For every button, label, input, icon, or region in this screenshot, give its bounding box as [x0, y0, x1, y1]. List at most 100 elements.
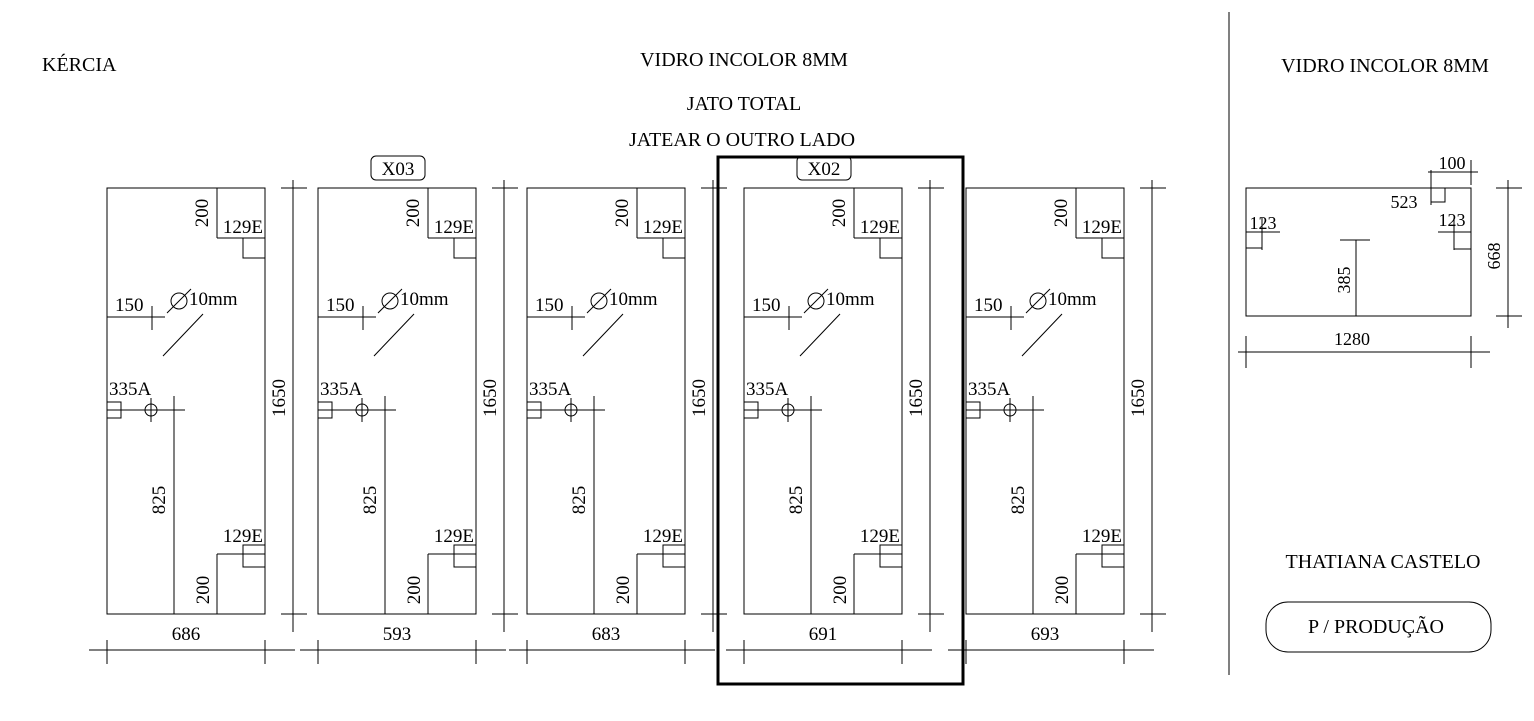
hole-diameter-label: 10mm	[609, 289, 658, 310]
hole-diameter-label: 10mm	[189, 289, 238, 310]
hole-symbol	[170, 292, 188, 310]
top-hinge-label: 129E	[434, 217, 474, 238]
bottom-hinge-cutout	[662, 544, 686, 568]
bottom-hinge-label: 129E	[223, 526, 263, 547]
lock-height-label: 825	[786, 486, 807, 515]
bottom-hinge-offset-label: 200	[830, 576, 851, 605]
width-label: 683	[592, 624, 621, 645]
top-hinge-offset-label: 200	[403, 199, 424, 228]
top-hinge-cutout	[242, 237, 266, 259]
side-left-notch-label: 123	[1250, 213, 1277, 233]
panel-tag-box	[370, 155, 426, 181]
material-title: VIDRO INCOLOR 8MM	[640, 49, 848, 71]
hole-symbol	[590, 292, 608, 310]
top-hinge-label: 129E	[860, 217, 900, 238]
side-inner-height-label: 385	[1334, 267, 1354, 294]
hole-diameter-label: 10mm	[826, 289, 875, 310]
selection-highlight-box	[716, 155, 965, 686]
width-label: 693	[1031, 624, 1060, 645]
top-hinge-cutout	[453, 237, 477, 259]
top-hinge-offset-label: 200	[192, 199, 213, 228]
panel-tag-label: X02	[808, 159, 841, 180]
bottom-hinge-cutout	[879, 544, 903, 568]
bottom-hinge-label: 129E	[434, 526, 474, 547]
hole-symbol	[1029, 292, 1047, 310]
dim-line	[799, 313, 841, 357]
hole-offset-label: 150	[535, 295, 564, 316]
side-top-notch	[1430, 187, 1446, 203]
side-left-notch	[1245, 231, 1263, 249]
height-label: 1650	[480, 379, 501, 417]
height-label: 1650	[689, 379, 710, 417]
top-hinge-offset-label: 200	[612, 199, 633, 228]
status-stamp-label: P / PRODUÇÃO	[1308, 614, 1444, 638]
hole-offset-label: 150	[752, 295, 781, 316]
dim-line	[803, 288, 829, 314]
bottom-hinge-offset-label: 200	[404, 576, 425, 605]
hole-offset-label: 150	[974, 295, 1003, 316]
bottom-hinge-cutout	[453, 544, 477, 568]
status-stamp-box	[1265, 601, 1492, 653]
lock-code-label: 335A	[320, 379, 363, 400]
lock-height-label: 825	[149, 486, 170, 515]
top-hinge-offset-label: 200	[1051, 199, 1072, 228]
bottom-hinge-label: 129E	[1082, 526, 1122, 547]
hole-symbol	[807, 292, 825, 310]
top-hinge-offset-label: 200	[829, 199, 850, 228]
bottom-hinge-offset-label: 200	[1052, 576, 1073, 605]
width-label: 686	[172, 624, 201, 645]
hole-offset-label: 150	[115, 295, 144, 316]
side-right-notch	[1453, 231, 1472, 250]
width-label: 691	[809, 624, 838, 645]
dim-line	[377, 288, 403, 314]
top-hinge-cutout	[662, 237, 686, 259]
top-hinge-label: 129E	[1082, 217, 1122, 238]
panel-tag-label: X03	[382, 159, 415, 180]
panel-outline	[743, 187, 903, 615]
hole-offset-label: 150	[326, 295, 355, 316]
lock-code-label: 335A	[109, 379, 152, 400]
lock-code-label: 335A	[529, 379, 572, 400]
width-label: 593	[383, 624, 412, 645]
top-hinge-cutout	[1101, 237, 1125, 259]
dim-line	[586, 288, 612, 314]
hole-symbol	[381, 292, 399, 310]
bottom-hinge-offset-label: 200	[193, 576, 214, 605]
panel-outline	[317, 187, 477, 615]
height-label: 1650	[1128, 379, 1149, 417]
lock-height-label: 825	[360, 486, 381, 515]
side-height-label: 668	[1484, 243, 1504, 270]
dim-line	[166, 288, 192, 314]
hole-diameter-label: 10mm	[400, 289, 449, 310]
side-right-notch-label: 123	[1439, 210, 1466, 230]
panel-outline	[965, 187, 1125, 615]
bottom-hinge-label: 129E	[860, 526, 900, 547]
height-label: 1650	[269, 379, 290, 417]
top-hinge-label: 129E	[223, 217, 263, 238]
side-top-notch-label: 100	[1439, 153, 1466, 173]
panel-outline	[106, 187, 266, 615]
top-hinge-label: 129E	[643, 217, 683, 238]
dim-line	[1025, 288, 1051, 314]
dim-line	[582, 313, 624, 357]
lock-height-label: 825	[1008, 486, 1029, 515]
side-material-title: VIDRO INCOLOR 8MM	[1281, 55, 1489, 77]
bottom-hinge-offset-label: 200	[613, 576, 634, 605]
dim-line	[1021, 313, 1063, 357]
lock-height-label: 825	[569, 486, 590, 515]
bottom-hinge-cutout	[242, 544, 266, 568]
side-notch-position-label: 523	[1391, 192, 1418, 212]
dim-line	[373, 313, 415, 357]
lock-code-label: 335A	[746, 379, 789, 400]
lock-code-label: 335A	[968, 379, 1011, 400]
finish-title-1: JATO TOTAL	[687, 93, 802, 115]
dim-line	[162, 313, 204, 357]
client-name-right: THATIANA CASTELO	[1286, 551, 1481, 573]
bottom-hinge-label: 129E	[643, 526, 683, 547]
side-width-label: 1280	[1334, 329, 1370, 349]
panels-group: 129E 200 150 10mm 335A 825 129E 200 1650 686 129E 2…	[89, 155, 1166, 664]
side-panel: 100 523 123 123 385 668 1280	[1238, 153, 1522, 368]
side-panel-outline	[1245, 187, 1472, 317]
height-label: 1650	[906, 379, 927, 417]
